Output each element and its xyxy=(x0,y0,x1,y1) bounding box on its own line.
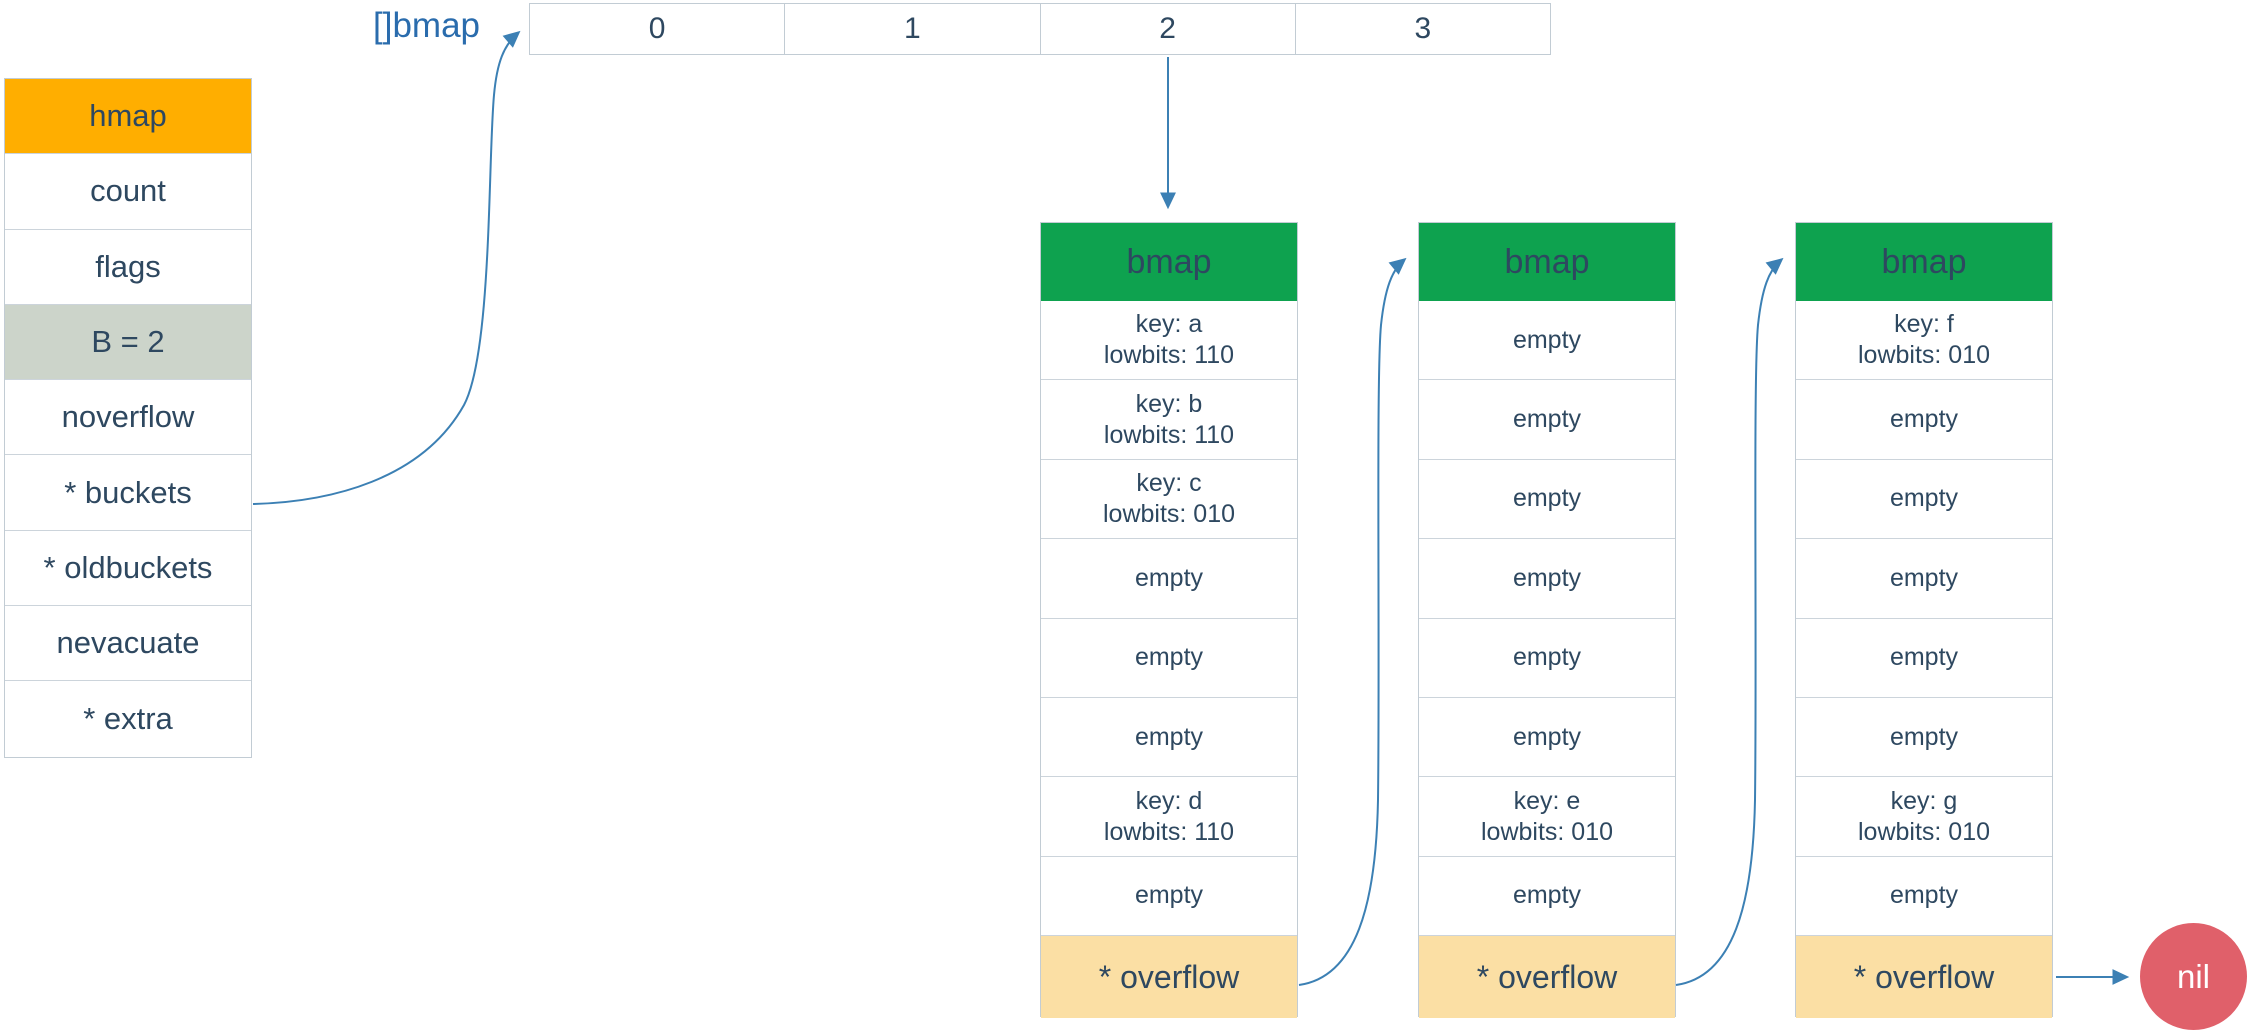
hmap-field-nevacuate: nevacuate xyxy=(5,606,251,682)
bucket-slot: empty xyxy=(1041,857,1297,937)
slot-line1: empty xyxy=(1134,563,1204,592)
slot-line1: empty xyxy=(1512,563,1582,592)
slot-line1: empty xyxy=(1134,722,1204,751)
slot-line1: empty xyxy=(1134,643,1204,672)
overflow-label: * overflow xyxy=(1098,958,1240,995)
slot-line1: empty xyxy=(1889,563,1959,592)
array-cell-2: 2 xyxy=(1041,4,1296,54)
slot-line1: key: a xyxy=(1135,310,1203,339)
bucket-slot: empty xyxy=(1796,460,2052,540)
hmap-field-buckets: * buckets xyxy=(5,455,251,531)
bmap-bucket-2-header: bmap xyxy=(1419,223,1675,301)
bucket-slot: empty xyxy=(1796,380,2052,460)
slot-line2: lowbits: 110 xyxy=(1103,341,1235,370)
bmap-bucket-2: bmap empty empty empty empty empty empty… xyxy=(1418,222,1676,1019)
slot-line1: key: f xyxy=(1894,310,1954,339)
hmap-field-count: count xyxy=(5,154,251,230)
bucket-3-overflow-pointer: * overflow xyxy=(1796,936,2052,1019)
slot-line1: empty xyxy=(1889,484,1959,513)
slot-line1: empty xyxy=(1512,881,1582,910)
hmap-field-extra: * extra xyxy=(5,681,251,757)
bucket-slot: empty xyxy=(1419,301,1675,381)
slot-line1: empty xyxy=(1889,881,1959,910)
slot-line2: lowbits: 010 xyxy=(1480,817,1614,846)
bmap-bucket-1-header: bmap xyxy=(1041,223,1297,301)
bucket-slot: empty xyxy=(1041,698,1297,778)
slot-line1: empty xyxy=(1512,325,1582,354)
slot-line2: lowbits: 010 xyxy=(1857,817,1991,846)
arrow-bucket1-overflow-to-bucket2 xyxy=(1298,257,1407,986)
slot-line1: empty xyxy=(1512,484,1582,513)
slot-line1: empty xyxy=(1889,643,1959,672)
bucket-slot: empty xyxy=(1041,539,1297,619)
hmap-field-noverflow: noverflow xyxy=(5,380,251,456)
slot-line1: empty xyxy=(1512,643,1582,672)
arrow-bucket2-overflow-to-bucket3 xyxy=(1675,257,1784,986)
array-cell-0: 0 xyxy=(530,4,786,54)
slot-line1: empty xyxy=(1512,405,1582,434)
hmap-field-b: B = 2 xyxy=(5,304,251,381)
arrow-buckets-to-array xyxy=(252,30,521,505)
overflow-label: * overflow xyxy=(1853,958,1995,995)
slot-line1: key: b xyxy=(1135,389,1203,418)
slot-line1: empty xyxy=(1889,722,1959,751)
bmap-array-label: []bmap xyxy=(373,6,480,45)
bucket-slot: empty xyxy=(1041,619,1297,698)
hmap-struct-table: hmap count flags B = 2 noverflow * bucke… xyxy=(4,78,252,758)
slot-line1: key: d xyxy=(1135,786,1203,815)
nil-node: nil xyxy=(2140,923,2247,1030)
overflow-label: * overflow xyxy=(1476,958,1618,995)
slot-line1: key: g xyxy=(1890,786,1958,815)
array-cell-1: 1 xyxy=(785,4,1041,54)
slot-line1: empty xyxy=(1889,405,1959,434)
bucket-slot: empty xyxy=(1419,698,1675,778)
bucket-1-overflow-pointer: * overflow xyxy=(1041,936,1297,1019)
hmap-struct-header: hmap xyxy=(5,79,251,155)
hmap-field-flags: flags xyxy=(5,229,251,305)
bucket-slot: empty xyxy=(1796,857,2052,937)
bucket-slot: empty xyxy=(1796,619,2052,698)
bucket-slot: empty xyxy=(1419,539,1675,619)
bmap-bucket-3-header: bmap xyxy=(1796,223,2052,301)
array-cell-3: 3 xyxy=(1414,12,1432,45)
slot-line2: lowbits: 010 xyxy=(1102,499,1236,528)
bucket-slot: empty xyxy=(1796,698,2052,778)
bucket-slot: empty xyxy=(1419,380,1675,460)
bucket-2-overflow-pointer: * overflow xyxy=(1419,936,1675,1019)
bucket-pointer-array: 0 1 2 3 xyxy=(529,3,1551,55)
slot-line2: lowbits: 110 xyxy=(1103,817,1235,846)
slot-line1: empty xyxy=(1134,881,1204,910)
slot-line1: key: e xyxy=(1513,786,1581,815)
slot-line2: lowbits: 010 xyxy=(1857,341,1991,370)
slot-line2: lowbits: 110 xyxy=(1103,420,1235,449)
slot-line1: key: c xyxy=(1136,468,1202,497)
bucket-slot: empty xyxy=(1419,857,1675,937)
slot-line1: empty xyxy=(1512,722,1582,751)
hmap-field-oldbuckets: * oldbuckets xyxy=(5,530,251,607)
bucket-slot: empty xyxy=(1796,539,2052,619)
bucket-slot: empty xyxy=(1419,619,1675,698)
bucket-slot: empty xyxy=(1419,460,1675,540)
